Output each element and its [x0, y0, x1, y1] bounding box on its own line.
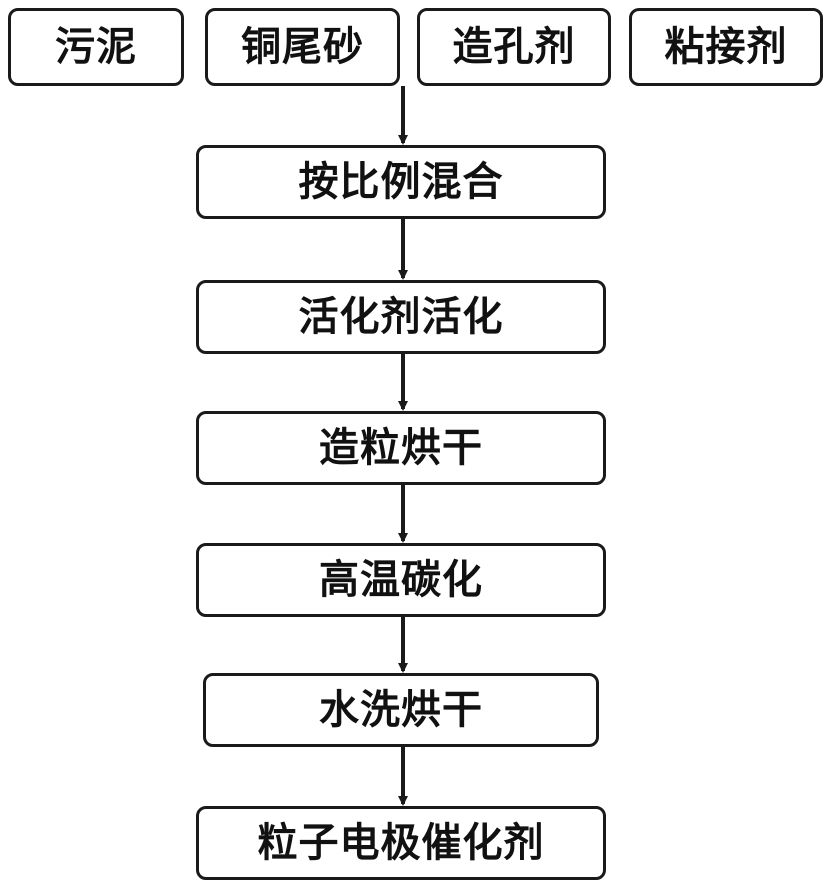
input-label: 铜尾砂: [241, 24, 364, 70]
step-catalyst-box: 粒子电极催化剂: [196, 806, 606, 880]
step-granulate-dry-box: 造粒烘干: [196, 411, 606, 485]
step-activate-box: 活化剂活化: [196, 280, 606, 354]
input-label: 粘接剂: [664, 24, 788, 70]
step-carbonize-box: 高温碳化: [196, 543, 606, 617]
step-wash-dry-box: 水洗烘干: [203, 673, 599, 747]
input-label: 造孔剂: [452, 24, 576, 70]
step-label: 造粒烘干: [319, 425, 483, 471]
step-label: 活化剂活化: [298, 294, 504, 340]
step-label: 粒子电极催化剂: [257, 820, 545, 866]
input-pore-former-box: 造孔剂: [417, 8, 611, 86]
step-label: 高温碳化: [319, 557, 483, 603]
input-label: 污泥: [55, 24, 137, 70]
step-label: 按比例混合: [298, 159, 504, 205]
step-label: 水洗烘干: [319, 687, 483, 733]
step-mix-box: 按比例混合: [196, 145, 606, 219]
input-sludge-box: 污泥: [8, 8, 184, 86]
input-copper-tailings-box: 铜尾砂: [205, 8, 400, 86]
input-binder-box: 粘接剂: [629, 8, 823, 86]
